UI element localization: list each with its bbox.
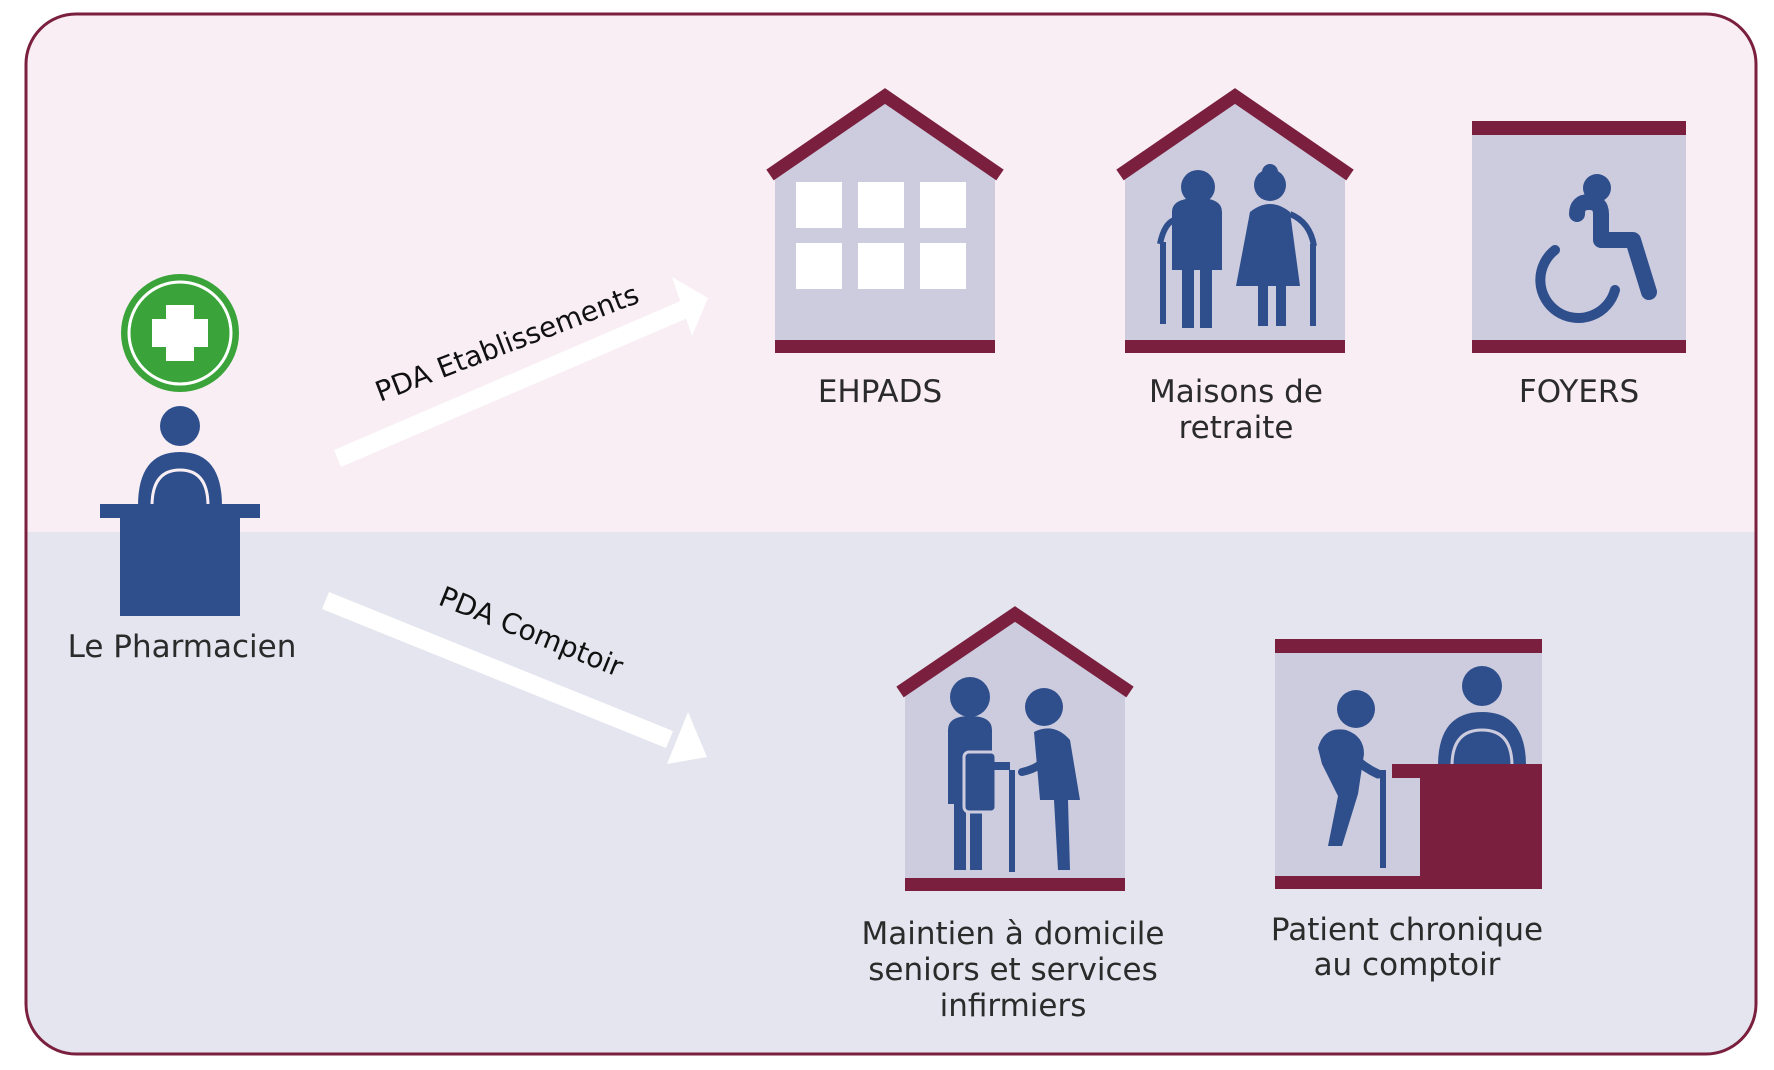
building-windows <box>796 182 966 289</box>
home-care-house-icon <box>896 606 1134 891</box>
pharmacy-cross-icon <box>152 305 208 361</box>
maintien-label-line1: Maintien à domicile <box>862 916 1165 952</box>
elderly-couple-icon <box>1157 164 1317 328</box>
counter-icon <box>120 518 240 616</box>
ehpads-house-icon <box>766 88 1004 353</box>
elderly-patient-icon <box>1318 690 1386 868</box>
wheelchair-icon <box>1535 174 1657 323</box>
retirement-home-icon <box>1116 88 1354 353</box>
foyers-icon <box>1472 121 1686 353</box>
pharmacy-counter-scene-icon <box>1275 639 1542 889</box>
caregiver-and-senior-icon <box>948 677 1080 872</box>
patient-label-line2: au comptoir <box>1314 947 1501 983</box>
maintien-label-line3: infirmiers <box>940 988 1087 1024</box>
arrow-comptoir <box>322 592 707 764</box>
maisons-label-line1: Maisons de <box>1149 374 1323 410</box>
outer-frame <box>24 12 1758 1056</box>
pharmacist-label: Le Pharmacien <box>68 629 297 665</box>
pharmacist-figure <box>100 274 260 616</box>
pharmacist-head-icon <box>160 406 200 446</box>
maisons-label-line2: retraite <box>1179 410 1294 446</box>
arrow-etablissements <box>334 277 708 467</box>
pharmacist-behind-counter-icon <box>1462 666 1502 706</box>
service-counter <box>1420 778 1542 888</box>
counter-top <box>100 504 260 518</box>
foyers-label: FOYERS <box>1519 374 1639 410</box>
ehpads-label: EHPADS <box>818 374 942 410</box>
maintien-label-line2: seniors et services <box>868 952 1157 988</box>
patient-label-line1: Patient chronique <box>1271 912 1543 948</box>
